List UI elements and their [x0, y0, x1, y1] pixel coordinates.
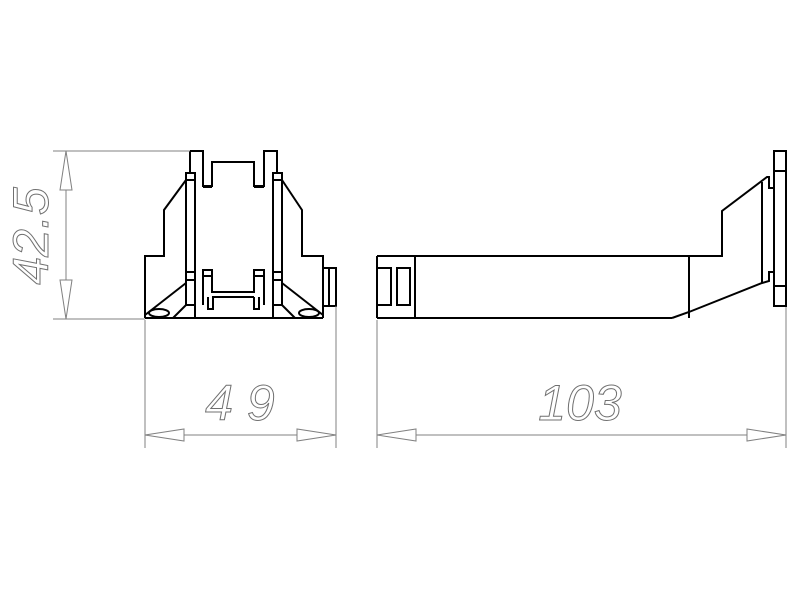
side-view [376, 150, 787, 319]
front-view [144, 150, 337, 319]
dimension-width-label: 4 9 [205, 375, 275, 431]
dimension-height: 42.5 [3, 150, 190, 320]
dimension-height-label: 42.5 [3, 187, 59, 285]
dimension-length: 103 [376, 307, 787, 448]
dimension-length-label: 103 [538, 375, 622, 431]
dimension-width: 4 9 [144, 306, 337, 448]
